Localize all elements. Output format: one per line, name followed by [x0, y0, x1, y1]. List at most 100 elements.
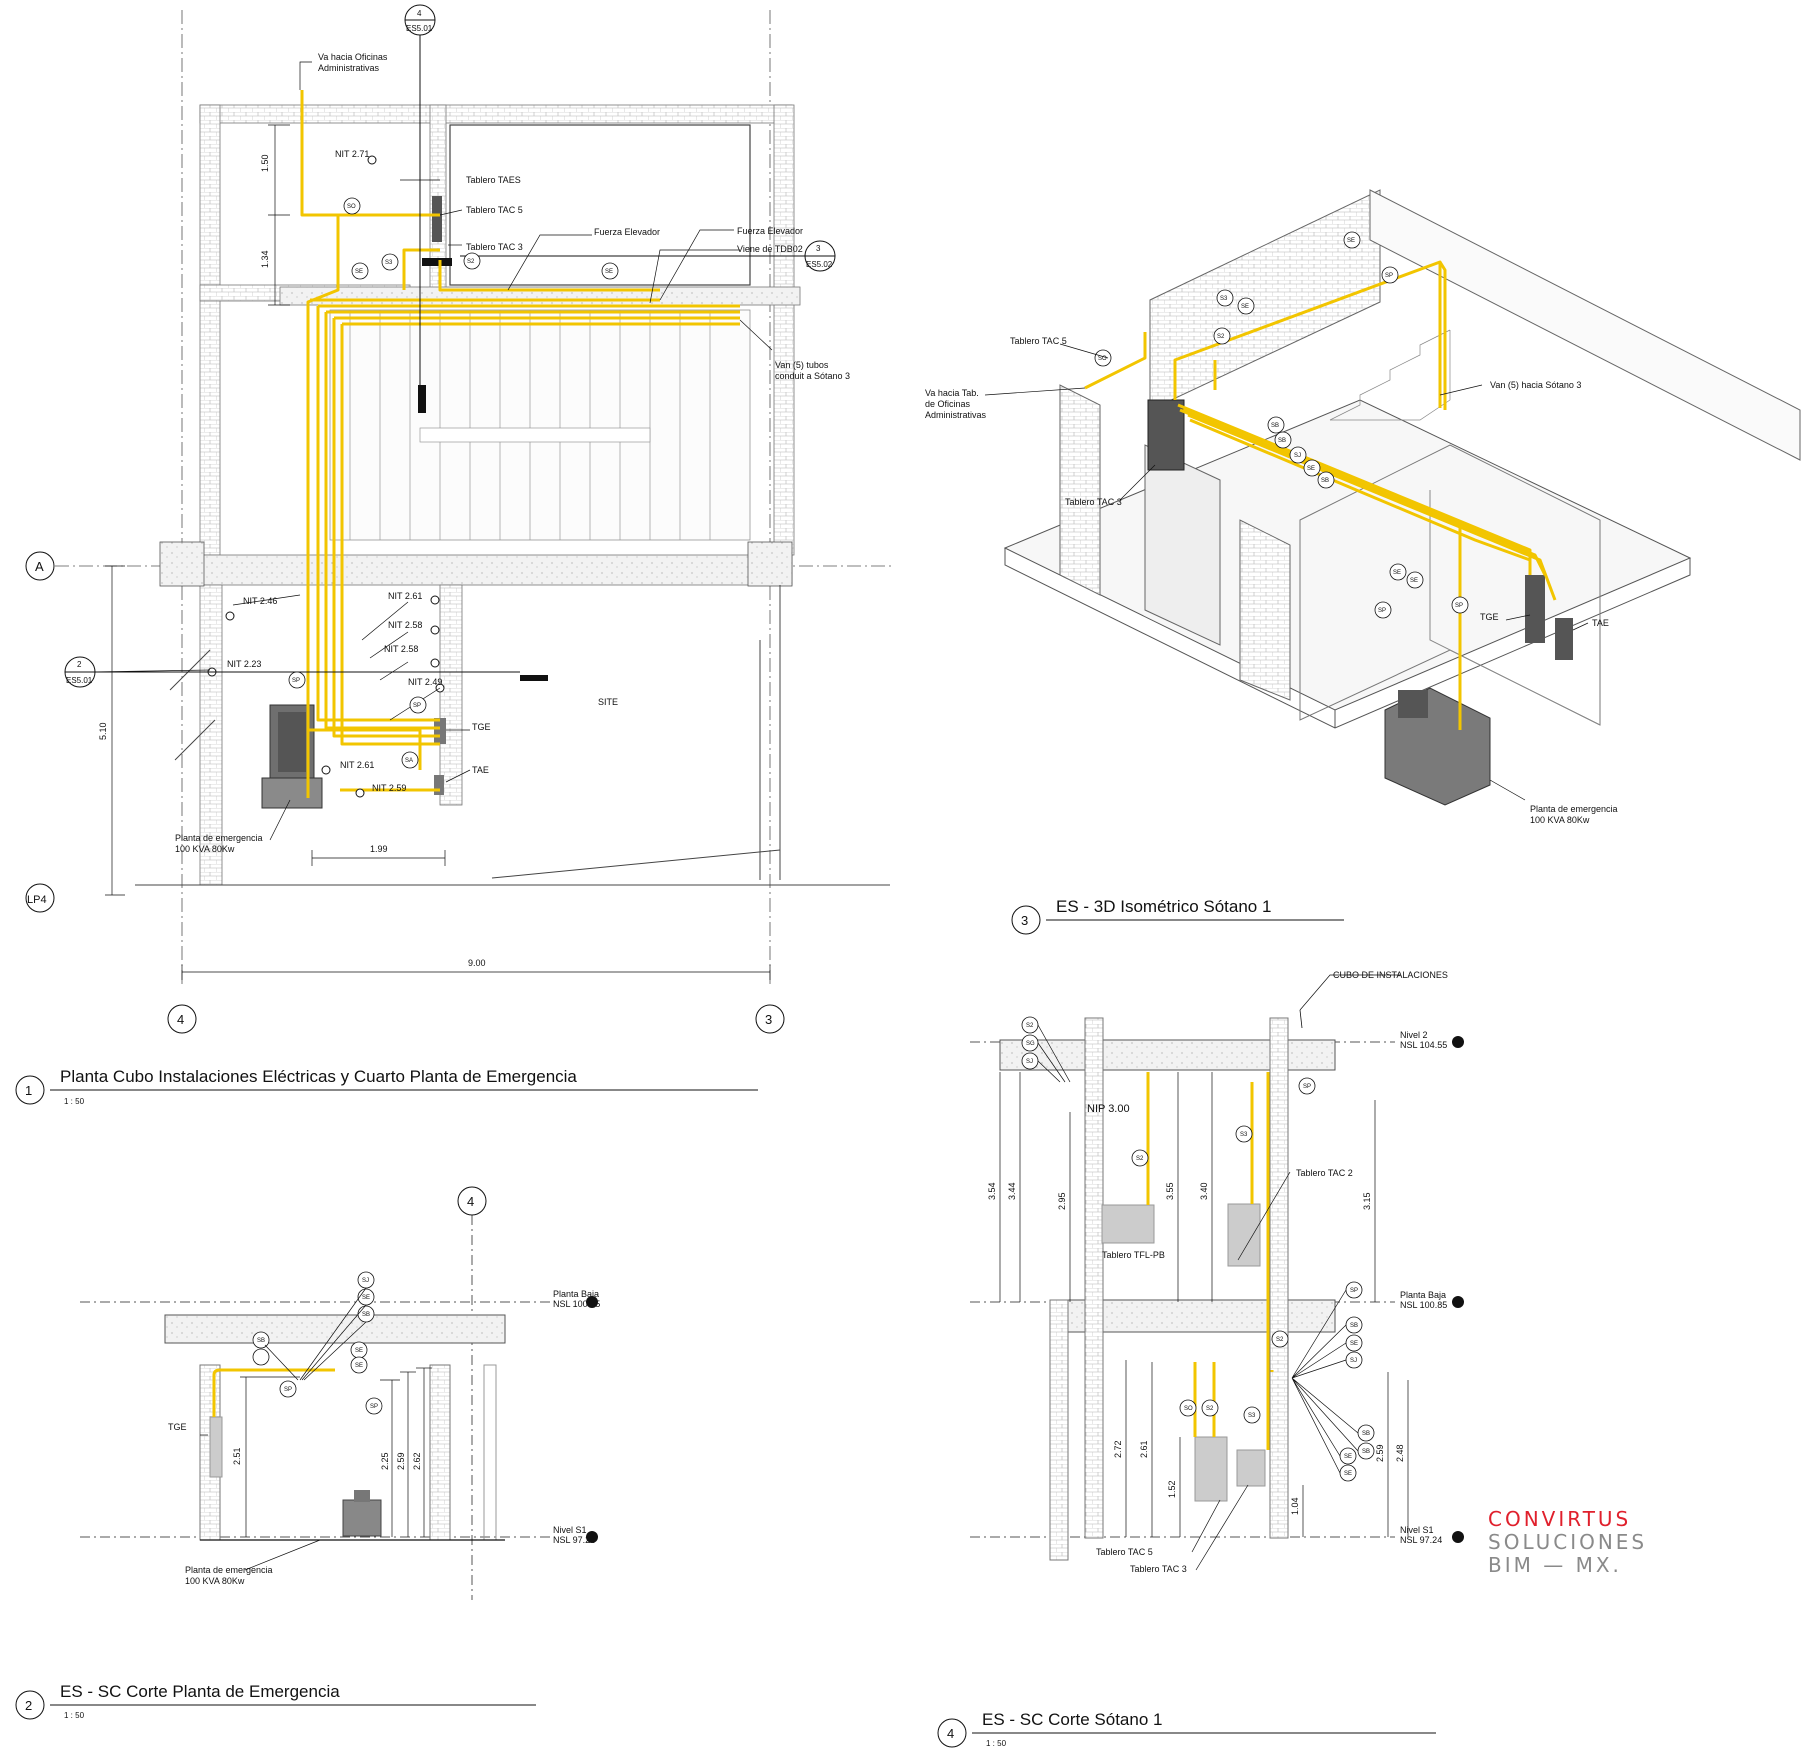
- iso-label-tge: TGE: [1480, 612, 1499, 622]
- view-3-title: ES - 3D Isométrico Sótano 1: [1056, 897, 1271, 916]
- sec4-tag: SP: [1350, 1288, 1358, 1294]
- grid-a: A: [35, 559, 44, 574]
- panel-tae: [434, 775, 444, 795]
- sec4-level-nsl-10085: NSL 100.85: [1400, 1300, 1447, 1310]
- iso-tag: SE: [1347, 238, 1355, 244]
- iso-panel-tge: [1525, 575, 1545, 643]
- sec4-tag: S2: [1026, 1023, 1034, 1029]
- sec4-tag: SJ: [1350, 1358, 1357, 1364]
- sec2-level-nsl-10085: NSL 100.85: [553, 1299, 600, 1309]
- section-ref-3-sheet: ES5.02: [806, 260, 833, 269]
- dim-510: 5.10: [98, 722, 108, 740]
- sec2-dim-259: 2.59: [396, 1452, 406, 1470]
- sec4-dim-272: 2.72: [1113, 1440, 1123, 1458]
- sec4-level-planta-baja: Planta Baja: [1400, 1290, 1446, 1300]
- sec2-dim-251: 2.51: [232, 1447, 242, 1465]
- level-nit-258: NIT 2.58: [388, 620, 422, 630]
- note-fuerza-elevador-2: Fuerza Elevador: [737, 226, 803, 236]
- sec4-dim-259: 2.59: [1375, 1444, 1385, 1462]
- grid-4: 4: [177, 1012, 184, 1027]
- plan-view: Va hacia Oficinas Administrativas Tabler…: [25, 4, 895, 1034]
- sec4-panel-tfl: [1101, 1204, 1155, 1244]
- sec4-dim-104: 1.04: [1290, 1497, 1300, 1515]
- note-fuerza-elevador: Fuerza Elevador: [594, 227, 660, 237]
- sec2-tag: SP: [370, 1404, 378, 1410]
- sec2-level-nivel-s1: Nivel S1: [553, 1525, 587, 1535]
- sec4-tag: SE: [1344, 1471, 1352, 1477]
- sec2-panel-tge: [209, 1416, 223, 1478]
- iso-tag: SJ: [1294, 453, 1301, 459]
- panel-tge: [434, 718, 446, 744]
- sec4-dim-344: 3.44: [1007, 1182, 1017, 1200]
- iso-note-van: Van (5) hacia Sótano 3: [1490, 380, 1581, 390]
- tag-sp-2: SP: [413, 703, 421, 709]
- note-planta-capacidad: 100 KVA 80Kw: [175, 844, 235, 854]
- sec4-dim-248: 2.48: [1395, 1444, 1405, 1462]
- iso-note-va-hacia: Va hacia Tab.: [925, 388, 979, 398]
- view-4-number: 4: [947, 1726, 954, 1741]
- section-sotano-view: CUBO DE INSTALACIONES NIP 3.00 Tablero T…: [970, 970, 1464, 1574]
- view-1-number: 1: [25, 1083, 32, 1098]
- brand-logo: CONVIRTUS SOLUCIONES BIM — MX.: [1488, 1508, 1648, 1577]
- nit-markers: [207, 155, 445, 798]
- view-3-number: 3: [1021, 913, 1028, 928]
- label-tge: TGE: [472, 722, 491, 732]
- dim-900: 9.00: [468, 958, 486, 968]
- sec4-tag: S2: [1276, 1337, 1284, 1343]
- tag-se: SE: [355, 269, 363, 275]
- brand-line-2: SOLUCIONES: [1488, 1530, 1648, 1554]
- iso-tag: SB: [1321, 478, 1329, 484]
- iso-tag: SO: [1098, 356, 1107, 362]
- note-oficinas-2: Administrativas: [318, 63, 380, 73]
- sec4-dim-261: 2.61: [1139, 1440, 1149, 1458]
- sec4-panel-tac3: [1236, 1449, 1266, 1487]
- sec4-tag: SE: [1350, 1341, 1358, 1347]
- level-nit-259: NIT 2.59: [372, 783, 406, 793]
- dim-150: 1.50: [260, 154, 270, 172]
- view-4-scale: 1 : 50: [986, 1739, 1007, 1748]
- sec4-dim-295: 2.95: [1057, 1192, 1067, 1210]
- view-2-scale: 1 : 50: [64, 1711, 85, 1720]
- grid-lp4: LP4: [27, 894, 47, 906]
- sec2-tag: SE: [355, 1348, 363, 1354]
- tag-sp: SP: [292, 678, 300, 684]
- iso-tag: SE: [1410, 578, 1418, 584]
- note-van-tubos: Van (5) tubos: [775, 360, 829, 370]
- sec2-note-planta: Planta de emergencia: [185, 1565, 273, 1575]
- brand-line-1: CONVIRTUS: [1488, 1507, 1632, 1531]
- sec4-dim-315: 3.15: [1362, 1192, 1372, 1210]
- section-emergency-view: 4 Planta Baja NSL 100.85 Nivel S1 NSL 97…: [80, 1186, 600, 1600]
- iso-note-tac5: Tablero TAC 5: [1010, 336, 1067, 346]
- sec4-level-nip: NIP 3.00: [1087, 1103, 1130, 1115]
- note-planta-emergencia: Planta de emergencia: [175, 833, 263, 843]
- sec4-dim-152: 1.52: [1167, 1480, 1177, 1498]
- level-nit-249: NIT 2.49: [408, 677, 442, 687]
- sec2-dim-225: 2.25: [380, 1452, 390, 1470]
- iso-tag: SP: [1385, 273, 1393, 279]
- sec4-label-tac3: Tablero TAC 3: [1130, 1564, 1187, 1574]
- note-oficinas: Va hacia Oficinas: [318, 52, 388, 62]
- emergency-generator: [261, 704, 323, 809]
- sec4-label-tfl: Tablero TFL-PB: [1102, 1250, 1165, 1260]
- sec4-tag: SG: [1026, 1041, 1035, 1047]
- sec4-tag: SB: [1350, 1323, 1358, 1329]
- tag-sa: SA: [405, 758, 413, 764]
- iso-note-va-hacia-3: Administrativas: [925, 410, 987, 420]
- iso-note-planta-2: 100 KVA 80Kw: [1530, 815, 1590, 825]
- sec2-generator: [342, 1490, 382, 1537]
- iso-note-planta: Planta de emergencia: [1530, 804, 1618, 814]
- conduit-runs: [300, 90, 740, 798]
- sec4-dim-355: 3.55: [1165, 1182, 1175, 1200]
- note-tablero-taes: Tablero TAES: [466, 175, 521, 185]
- tag-s2: S2: [467, 259, 475, 265]
- sec4-panel-tac2: [1227, 1203, 1261, 1267]
- level-nit-261-b: NIT 2.61: [340, 760, 374, 770]
- iso-tag: SB: [1271, 423, 1279, 429]
- sec2-tag: SE: [355, 1363, 363, 1369]
- sec4-tag: SJ: [1026, 1059, 1033, 1065]
- sec4-tag: SB: [1362, 1449, 1370, 1455]
- sec4-level-nivel-2: Nivel 2: [1400, 1030, 1428, 1040]
- iso-tag: SP: [1455, 603, 1463, 609]
- level-nit-246: NIT 2.46: [243, 596, 277, 606]
